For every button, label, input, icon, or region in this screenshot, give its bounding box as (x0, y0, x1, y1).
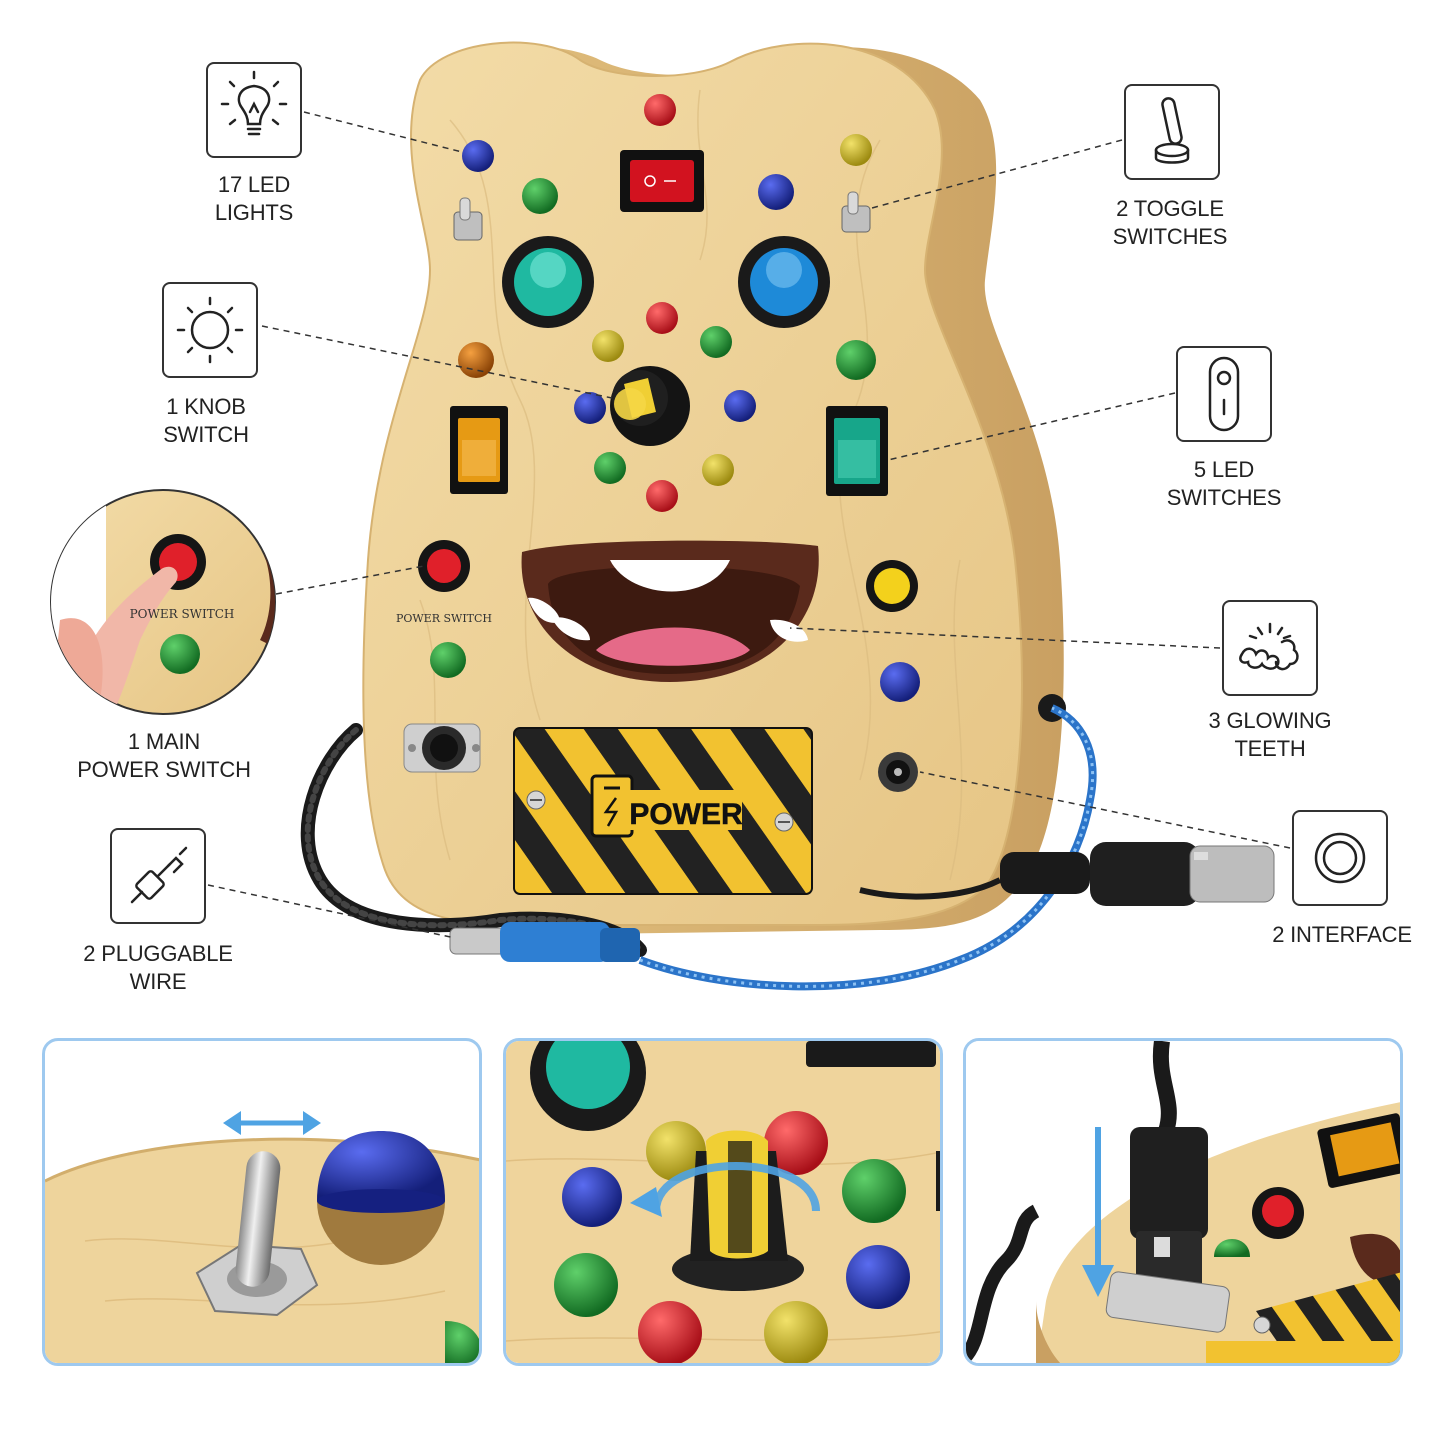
teeth-icon (1222, 600, 1318, 696)
led-lights (430, 94, 920, 702)
board-power-switch-text: POWER SWITCH (396, 612, 492, 625)
din-socket (403, 723, 481, 773)
label-interface: 2 INTERFACE (1272, 922, 1412, 947)
toggle-switch-left (453, 197, 483, 241)
toggle-switch-right (841, 191, 871, 233)
rocker-switch-icon (1176, 346, 1272, 442)
zoom-power-switch-text: POWER SWITCH (130, 607, 235, 621)
sun-knob-icon (162, 282, 258, 378)
interface-detail-panel (963, 1038, 1403, 1366)
socket-ring-icon (1292, 810, 1388, 906)
glowing-mouth (521, 540, 819, 682)
toggle-switch-icon (1124, 84, 1220, 180)
plug-wire-icon (110, 828, 206, 924)
toggle-detail-panel (42, 1038, 482, 1366)
callout-lines (207, 111, 1291, 939)
power-switch-zoom: POWER SWITCH (50, 489, 276, 715)
busy-board-illustration: POWER SWITCH (50, 41, 1291, 991)
light-bulb-icon (206, 62, 302, 158)
power-plate-text: POWER (629, 798, 743, 831)
knob-detail-panel (503, 1038, 943, 1366)
